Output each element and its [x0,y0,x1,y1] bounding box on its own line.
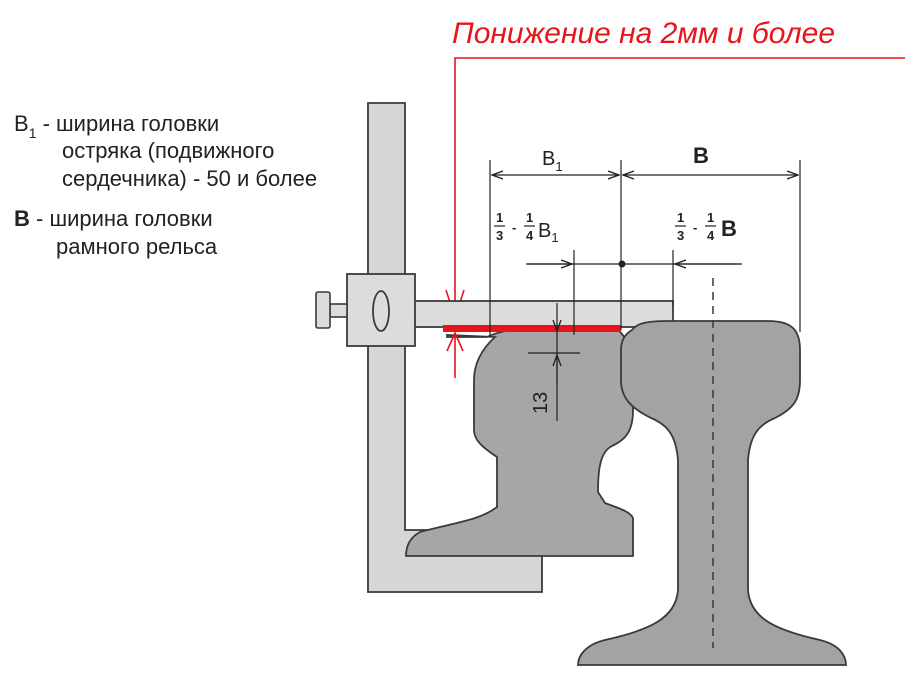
gauge-bar [404,300,674,328]
legend-b-line1: - ширина головки [30,206,213,231]
fraction-label-right: 1 3 - 1 4 B [675,210,737,243]
dim-b1-label: B [542,148,555,170]
legend-b1-symbol: B [14,111,29,136]
stock-rail [577,320,847,666]
thumb-screw-knob [315,291,331,329]
svg-text:-: - [512,220,516,235]
legend-b1-line1: - ширина головки [36,111,219,136]
red-lower-arrow-head [446,331,464,352]
svg-text:4: 4 [526,228,534,243]
legend-b-symbol: B [14,206,30,231]
svg-text:B - ширина головки: B - ширина головки [14,206,213,231]
dim-13: 13 [528,303,580,421]
legend-b-line2: рамного рельса [56,234,218,259]
diagram-title: Понижение на 2мм и более [452,17,835,50]
svg-text:4: 4 [707,228,715,243]
legend-b1-line3: сердечника) - 50 и более [62,166,317,191]
title-leader-line [454,57,905,305]
dim-b1-subscript: 1 [555,159,562,174]
svg-text:1: 1 [707,210,714,225]
svg-text:3: 3 [677,228,684,243]
svg-text:1: 1 [496,210,503,225]
svg-text:3: 3 [496,228,503,243]
dim-b-label: B [693,143,709,168]
depression-strip [443,325,621,332]
svg-text:B: B [721,216,737,241]
dim-13-label: 13 [530,392,552,414]
clamp-block [346,273,416,347]
legend: B1 - ширина головки остряка (подвижного … [14,111,317,259]
svg-text:B1: B1 [538,220,559,245]
svg-text:1: 1 [677,210,684,225]
switch-point-rail [405,327,634,557]
measurement-offset-dimension [526,250,742,335]
fraction-label-left: 1 3 - 1 4 B1 [494,210,559,245]
legend-b1-line2: остряка (подвижного [62,138,274,163]
clamp-slot [372,290,390,332]
svg-text:1: 1 [526,210,533,225]
svg-text:-: - [693,220,697,235]
svg-text:B1: B1 [542,148,563,174]
thumb-screw-stem [329,303,348,318]
legend-b1-subscript: 1 [29,125,37,141]
svg-text:B1 - ширина головки: B1 - ширина головки [14,111,219,141]
